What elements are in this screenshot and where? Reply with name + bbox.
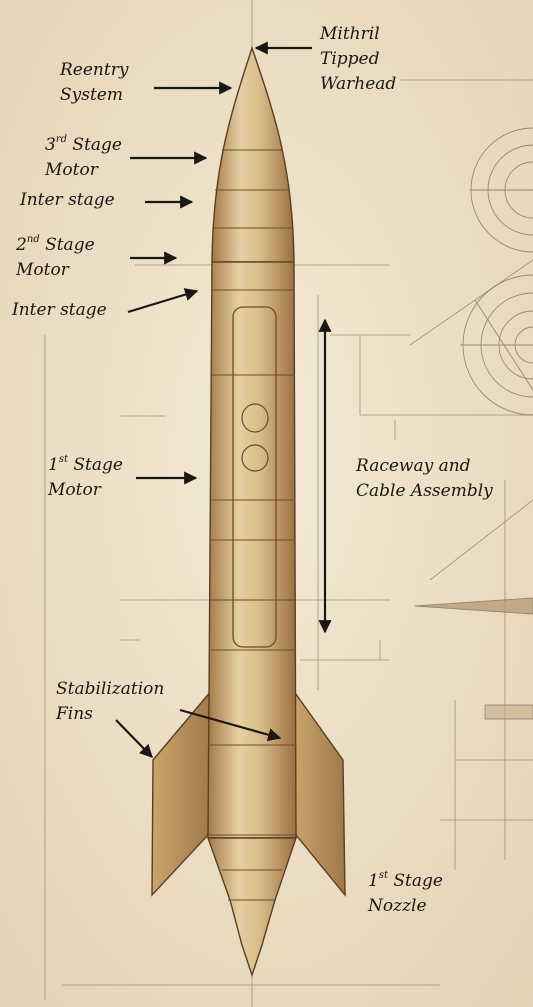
porthole-upper [241,403,269,433]
fins-center-arrow [179,708,282,742]
interstage-lower-label: Inter stage [12,300,107,320]
interstage-upper-label: Inter stage [20,190,115,210]
annotation-arrows [115,41,332,758]
blueprint-circles [414,127,533,720]
rocket-body [151,45,346,978]
fins-label: Stabilization Fins [56,679,165,724]
stage1-motor-label: 1st Stage Motor [48,454,123,500]
fins-left-arrow [115,719,153,758]
body-tube [207,261,297,839]
stage3-motor-label: 3rd Stage Motor [45,134,122,180]
stage2-motor-label: 2nd Stage Motor [16,234,95,280]
warhead-label: Mithril Tipped Warhead [320,24,397,94]
porthole-lower [241,444,269,472]
interstage-lower-arrow [127,288,199,314]
nozzle-label: 1st Stage Nozzle [368,870,443,916]
raceway-panel [232,306,277,648]
raceway-label: Raceway and Cable Assembly [356,456,493,501]
reentry-label: Reentry System [60,60,129,105]
nozzle-section [207,837,297,978]
